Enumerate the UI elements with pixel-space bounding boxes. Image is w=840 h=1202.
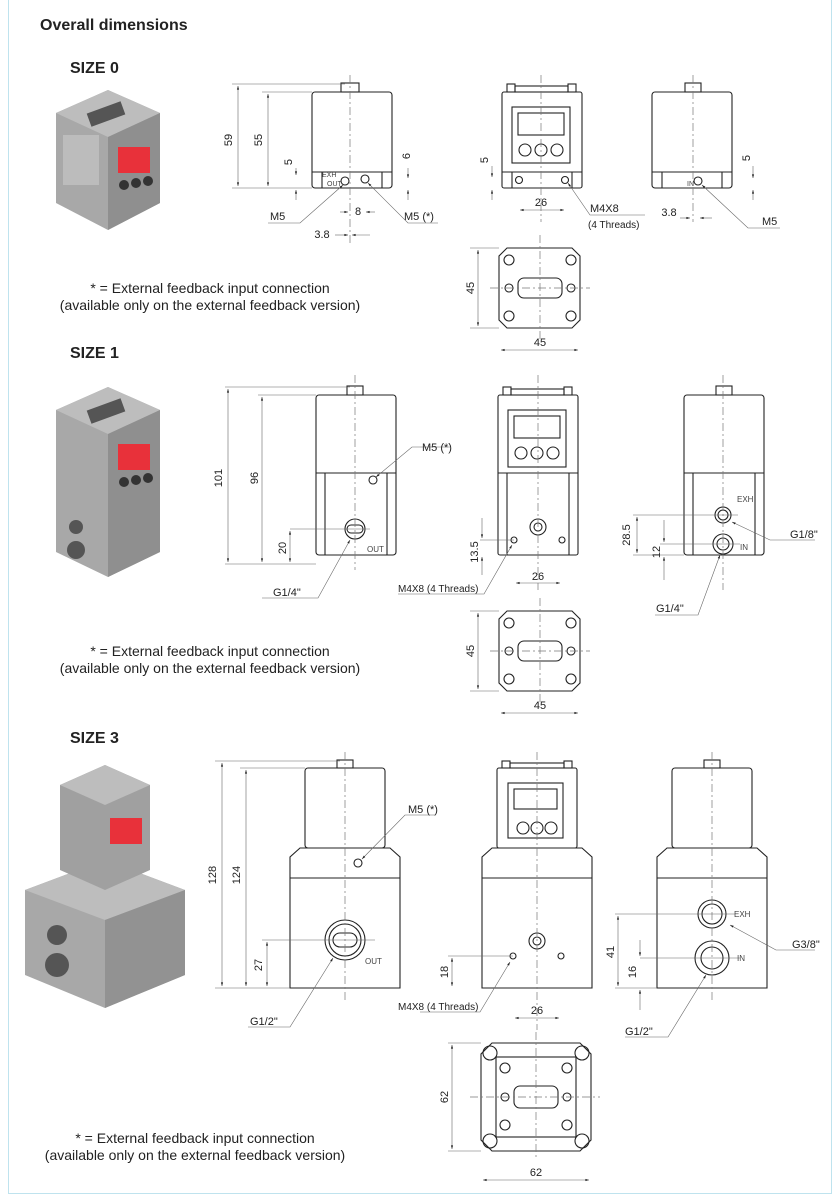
port-text-in: IN [687, 181, 694, 188]
thread-label: M4X8 (4 Threads) [398, 584, 478, 595]
size-3-side-view: 128 124 27 M5 (*) OUT G1/2" [207, 752, 438, 1028]
size-0-front-view: 5 26 M4X8 (4 Threads) [479, 75, 645, 231]
dim-in-height: 16 [627, 966, 639, 978]
product-photo-size-1 [56, 387, 160, 577]
dim-port-offset: 5 [741, 155, 753, 161]
page-frame [8, 0, 832, 1194]
dim-out-height: 27 [253, 959, 265, 971]
dim-out-height: 20 [277, 542, 289, 554]
size-0-side-view: 59 55 5 6 8 3.8 M5 M5 (*) EXH OUT [223, 75, 438, 245]
dim-center-offset: 3.8 [661, 207, 676, 219]
out-thread-label: G1/2" [250, 1016, 278, 1028]
dim-exh-height: 41 [605, 946, 617, 958]
in-thread-label: G1/2" [625, 1026, 653, 1038]
size-3-back-view: 41 16 EXH IN G3/8" G1/2" [605, 752, 820, 1038]
note-line-2: (available only on the external feedback… [59, 660, 361, 676]
out-label: OUT [367, 545, 384, 554]
dim-depth: 45 [465, 645, 477, 657]
exh-label: EXH [737, 495, 754, 504]
exh-thread-label: G1/8" [790, 529, 818, 541]
exh-label: EXH [734, 910, 751, 919]
note-line-2: (available only on the external feedback… [44, 1147, 346, 1163]
size-1-back-view: 28.5 12 EXH IN G1/8" G1/4" [621, 375, 818, 616]
dim-port-offset-right: 6 [401, 153, 413, 159]
dim-hole-spacing: 26 [535, 197, 547, 209]
dim-body-height: 96 [249, 472, 261, 484]
size-3-label: SIZE 3 [70, 730, 119, 747]
size-3-front-view: 18 26 M4X8 (4 Threads) [398, 752, 593, 1030]
dim-body-height: 124 [231, 866, 243, 884]
in-thread-label: G1/4" [656, 603, 684, 615]
thread-label: M4X8 (4 Threads) [398, 1002, 478, 1013]
dim-depth: 45 [465, 282, 477, 294]
dim-width: 45 [534, 337, 546, 349]
product-photo-size-3 [25, 765, 185, 1008]
dim-hole-height: 13.5 [469, 541, 481, 562]
in-label: IN [740, 543, 748, 552]
dim-overall-height: 128 [207, 866, 219, 884]
feedback-port-label: M5 (*) [422, 442, 452, 454]
in-label: IN [737, 954, 745, 963]
note-line-2: (available only on the external feedback… [59, 297, 361, 313]
dim-exh-height: 28.5 [621, 524, 633, 545]
out-thread-label: G1/4" [273, 587, 301, 599]
dim-hole-height: 18 [439, 966, 451, 978]
port-text-out: OUT [327, 181, 343, 188]
note-line-1: * = External feedback input connection [90, 643, 330, 659]
note-line-1: * = External feedback input connection [90, 280, 330, 296]
dim-in-height: 12 [651, 546, 663, 558]
note-size-0: * = External feedback input connection (… [40, 280, 380, 314]
port-right-label: M5 (*) [404, 211, 434, 223]
port-label: M5 [762, 216, 777, 228]
dim-hole-spacing: 26 [532, 571, 544, 583]
size-1-label: SIZE 1 [70, 345, 119, 362]
dim-port-offset-left: 5 [283, 159, 295, 165]
note-size-3: * = External feedback input connection (… [25, 1130, 365, 1164]
port-text-exh: EXH [322, 172, 336, 179]
out-label: OUT [365, 957, 382, 966]
dim-port-offset: 5 [479, 157, 491, 163]
feedback-port-label: M5 (*) [408, 804, 438, 816]
size-1-top-view: 45 45 [465, 598, 590, 715]
dim-port-spacing: 8 [355, 206, 361, 218]
thread-label: M4X8 [590, 203, 619, 215]
product-photo-size-0 [56, 90, 160, 230]
dim-hole-spacing: 26 [531, 1005, 543, 1017]
dim-body-height: 55 [253, 134, 265, 146]
exh-thread-label: G3/8" [792, 939, 820, 951]
port-left-label: M5 [270, 211, 285, 223]
dim-overall-height: 101 [213, 469, 225, 487]
note-size-1: * = External feedback input connection (… [40, 643, 380, 677]
dim-center-offset: 3.8 [314, 229, 329, 241]
note-line-1: * = External feedback input connection [75, 1130, 315, 1146]
size-0-back-view: 5 3.8 M5 IN [651, 75, 780, 229]
thread-count: (4 Threads) [588, 220, 640, 231]
page-title: Overall dimensions [40, 17, 188, 34]
size-0-label: SIZE 0 [70, 60, 119, 77]
dim-width: 62 [530, 1167, 542, 1179]
size-3-top-view: 62 62 [439, 1032, 600, 1182]
size-1-side-view: 101 96 20 M5 (*) OUT G1/4" [213, 375, 452, 599]
dim-depth: 62 [439, 1091, 451, 1103]
dim-width: 45 [534, 700, 546, 712]
dim-overall-height: 59 [223, 134, 235, 146]
size-0-top-view: 45 45 [465, 235, 590, 352]
size-1-front-view: 13.5 26 M4X8 (4 Threads) [398, 375, 579, 595]
